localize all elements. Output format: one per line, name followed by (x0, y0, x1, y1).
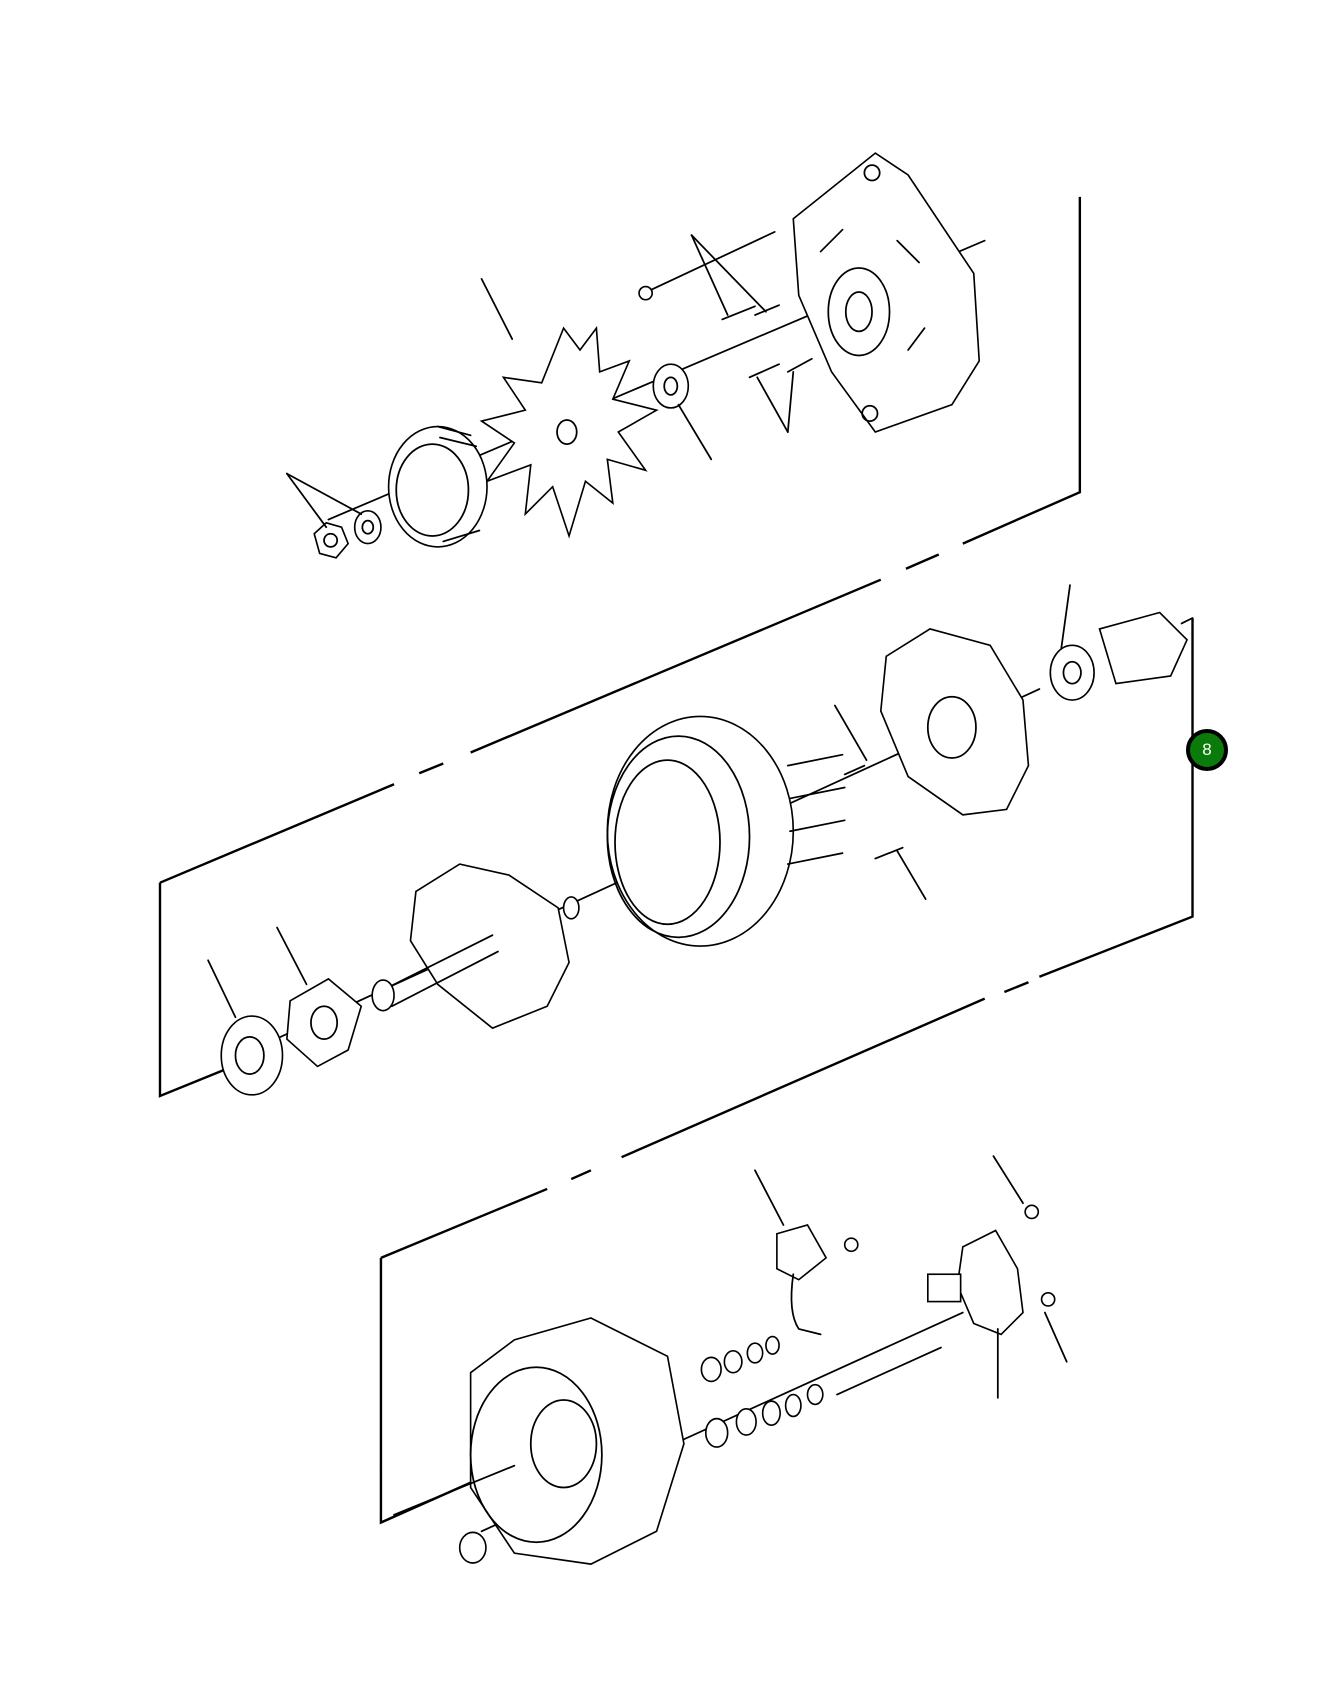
leader-lines-top (285, 234, 795, 529)
rotor-icon (371, 863, 580, 1030)
washer-nut-stack-icon (700, 1204, 1056, 1448)
drive-end-housing-icon (792, 152, 981, 434)
fan-icon (479, 325, 659, 539)
bolt-icon (638, 231, 813, 379)
bearing-icon (220, 611, 1189, 1096)
nut-icon (313, 521, 350, 559)
pulley-icon (387, 425, 488, 548)
slip-ring-end-housing-icon (458, 1317, 685, 1565)
regulator-icon (776, 1224, 1024, 1336)
leader-lines-middle (207, 584, 1071, 1019)
leader-lines-bottom (393, 1155, 1068, 1516)
callout-badge[interactable]: 8 (1186, 729, 1228, 771)
rectifier-icon (879, 628, 1030, 816)
callout-number: 8 (1202, 740, 1212, 759)
washer-icon (353, 363, 690, 545)
stator-icon (606, 715, 846, 947)
